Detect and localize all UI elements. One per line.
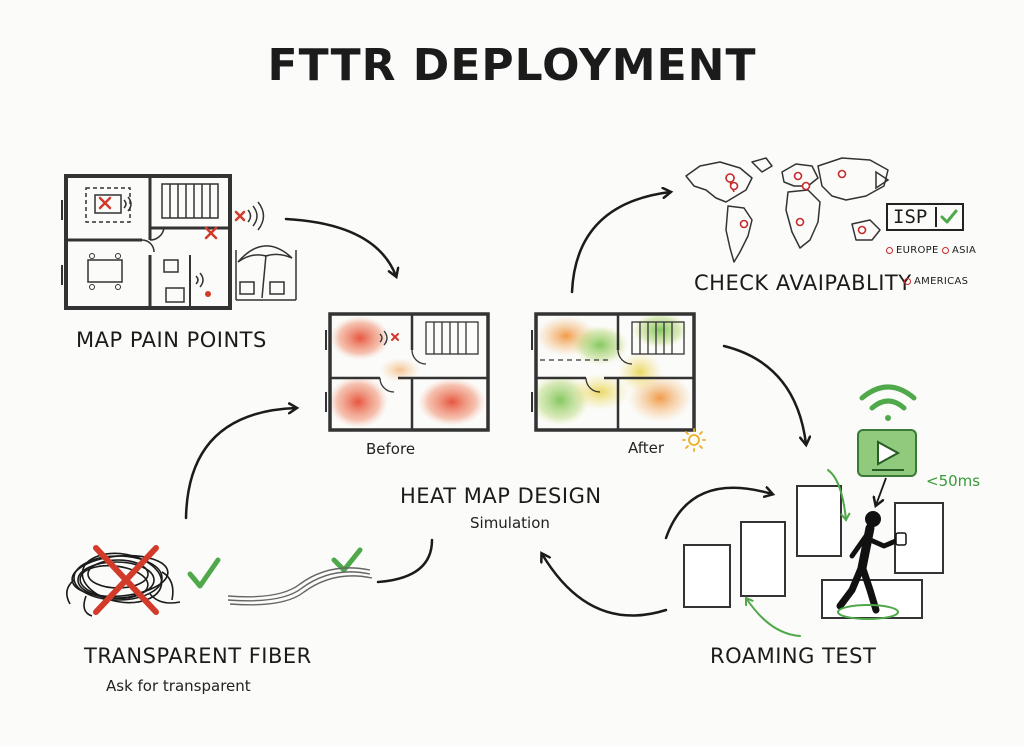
region-legend-europe: EUROPE: [886, 245, 939, 256]
step-label-heat-map-design: HEAT MAP DESIGN: [400, 484, 602, 508]
isp-label: ISP: [893, 206, 928, 228]
room-panels: [683, 485, 944, 619]
cross-icon: [93, 545, 159, 615]
map-marker-icon: [875, 170, 890, 190]
step-label-transparent-fiber: TRANSPARENT FIBER: [84, 644, 312, 668]
cross-icon: [98, 196, 246, 240]
legend-dot-icon: [886, 246, 893, 254]
flow-arrows: [184, 192, 806, 617]
legend-americas-label: AMERICAS: [914, 276, 969, 287]
region-legend-americas: AMERICAS: [904, 276, 968, 287]
legend-dot-icon: [904, 277, 911, 285]
checkmark-icon: [187, 547, 363, 589]
weak-signal-icon: [123, 196, 265, 288]
red-dot: [205, 291, 211, 297]
legend-europe-label: EUROPE: [896, 245, 939, 256]
video-play-icon: [857, 429, 917, 477]
heat-map-after-label: After: [628, 439, 665, 457]
step-label-map-pain-points: MAP PAIN POINTS: [76, 328, 267, 352]
step-sublabel-heat-map-design: Simulation: [470, 514, 550, 532]
heat-map-before: [325, 312, 490, 432]
step-sublabel-transparent-fiber: Ask for transparent: [106, 677, 251, 695]
transparent-fiber-icon: [227, 567, 373, 606]
checkmark-icon: [935, 207, 961, 227]
legend-dot-icon: [942, 246, 949, 254]
region-legend-asia: ASIA: [942, 245, 976, 256]
heat-map-before-label: Before: [366, 440, 416, 458]
step-label-roaming-test: ROAMING TEST: [710, 644, 877, 668]
sun-icon: [682, 428, 706, 452]
map-pin-icons: [725, 169, 867, 235]
patio-umbrella-icon: [235, 245, 297, 301]
roaming-green-arrows: [744, 469, 851, 637]
floor-plan-icon: [61, 174, 232, 310]
walking-person-icon: [836, 511, 907, 614]
heat-map-after: [530, 312, 696, 432]
wifi-icon: [859, 384, 917, 421]
world-map-icon: [685, 157, 889, 263]
legend-asia-label: ASIA: [952, 245, 977, 256]
isp-badge: ISP: [886, 203, 964, 231]
latency-label: <50ms: [926, 472, 981, 490]
page-title: FTTR DEPLOYMENT: [267, 40, 757, 91]
step-label-check-availability: CHECK AVAIPABLITY: [694, 271, 912, 295]
